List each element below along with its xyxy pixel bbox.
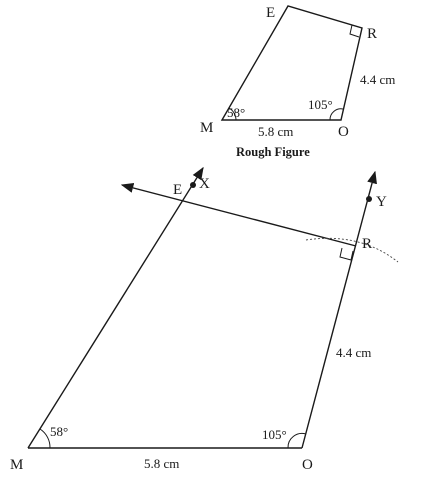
ray-mx <box>27 166 204 449</box>
rough-right-angle-r <box>349 24 360 38</box>
rough-figure: E R M O 58° 105° 5.8 cm 4.4 cm Rough Fig… <box>200 5 395 159</box>
angle-m-label: 58° <box>50 424 68 439</box>
rough-angle-arc-m <box>228 107 237 121</box>
ray-label-x: X <box>199 176 210 192</box>
rough-figure-caption: Rough Figure <box>236 145 310 159</box>
vertex-e: E <box>173 182 182 198</box>
point-y <box>366 196 372 202</box>
vertex-m: M <box>10 457 23 473</box>
rough-vertex-r: R <box>367 26 377 42</box>
perpendicular-line-at-r <box>120 182 357 247</box>
rough-angle-m: 58° <box>227 105 245 120</box>
vertex-o: O <box>302 457 313 473</box>
rough-quadrilateral <box>220 5 363 121</box>
ray-oy <box>301 170 377 449</box>
side-mo-label: 5.8 cm <box>144 456 179 471</box>
angle-o-label: 105° <box>262 427 287 442</box>
rough-vertex-m: M <box>200 120 213 136</box>
angle-arc-o <box>287 432 307 449</box>
construction: M O R E X Y 58° 105° 5.8 cm 4.4 cm <box>10 166 399 473</box>
rough-vertex-o: O <box>338 124 349 140</box>
right-angle-mark-r <box>339 247 354 261</box>
rough-angle-arc-o <box>329 108 344 121</box>
point-x <box>190 182 196 188</box>
angle-arc-m <box>39 428 51 449</box>
rough-side-mo: 5.8 cm <box>258 124 293 139</box>
ray-label-y: Y <box>376 194 387 210</box>
rough-side-or: 4.4 cm <box>360 72 395 87</box>
rough-vertex-e: E <box>266 5 275 21</box>
rough-angle-o: 105° <box>308 97 333 112</box>
side-or-label: 4.4 cm <box>336 345 371 360</box>
vertex-r: R <box>362 236 372 252</box>
